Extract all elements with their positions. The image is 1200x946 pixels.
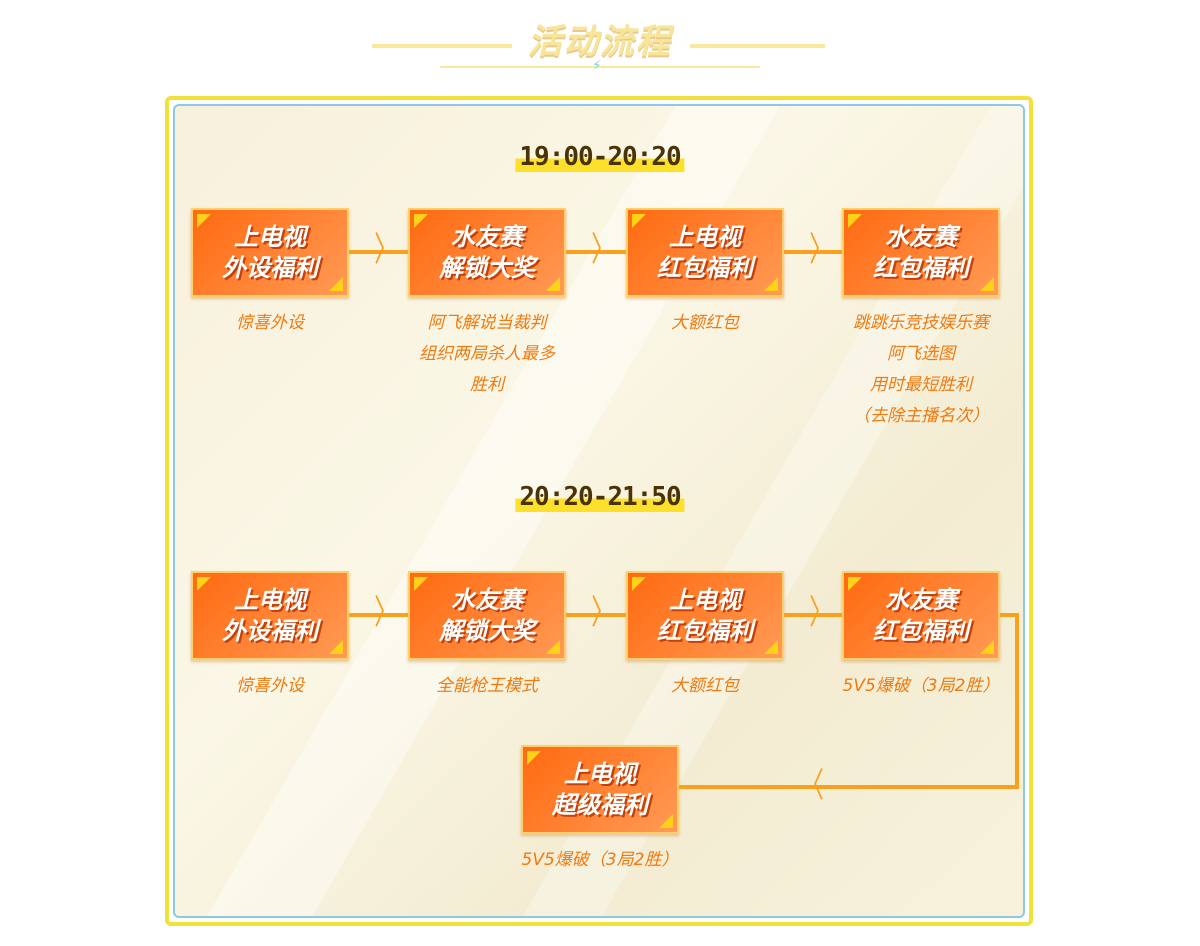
connector-line bbox=[1015, 613, 1019, 789]
description-line: 用时最短胜利 bbox=[870, 375, 972, 395]
step-title: 解锁大奖 bbox=[439, 616, 535, 645]
description-line: 跳跳乐竞技娱乐赛 bbox=[853, 313, 989, 333]
description-line: 胜利 bbox=[470, 375, 504, 395]
step-title: 红包福利 bbox=[657, 616, 753, 645]
step-card: 上电视超级福利 bbox=[521, 745, 679, 834]
step-description: 全能枪王模式 bbox=[377, 671, 597, 702]
description-line: 全能枪王模式 bbox=[436, 676, 538, 696]
panel-frame bbox=[165, 96, 1033, 926]
step-card: 水友赛解锁大奖 bbox=[408, 208, 566, 297]
step-title: 红包福利 bbox=[873, 616, 969, 645]
step-card: 水友赛解锁大奖 bbox=[408, 571, 566, 660]
connector-line bbox=[566, 613, 626, 617]
step-title: 水友赛 bbox=[451, 585, 523, 614]
arrow-right-icon: 〉 bbox=[591, 593, 615, 633]
title-decoration-left bbox=[372, 44, 512, 48]
arrow-right-icon: 〉 bbox=[809, 230, 833, 270]
step-description: 5V5爆破（3局2胜） bbox=[811, 671, 1031, 702]
description-line: 惊喜外设 bbox=[236, 313, 304, 333]
description-line: 阿飞解说当裁判 bbox=[427, 313, 547, 333]
title-underline bbox=[440, 66, 760, 68]
step-title: 外设福利 bbox=[222, 253, 318, 282]
connector-line bbox=[784, 613, 842, 617]
description-line: 5V5爆破（3局2胜） bbox=[521, 850, 679, 870]
step-description: 5V5爆破（3局2胜） bbox=[490, 845, 710, 876]
description-line: 阿飞选图 bbox=[887, 344, 955, 364]
step-card: 上电视红包福利 bbox=[626, 571, 784, 660]
time-range: 20:20-21:50 bbox=[515, 482, 685, 512]
step-title: 红包福利 bbox=[873, 253, 969, 282]
step-title: 上电视 bbox=[669, 585, 741, 614]
step-title: 水友赛 bbox=[885, 222, 957, 251]
connector-line bbox=[349, 250, 408, 254]
step-description: 惊喜外设 bbox=[160, 308, 380, 339]
step-description: 大额红包 bbox=[595, 308, 815, 339]
arrow-left-icon: 〈 bbox=[800, 766, 824, 806]
step-card: 上电视外设福利 bbox=[191, 571, 349, 660]
step-title: 水友赛 bbox=[451, 222, 523, 251]
description-line: 惊喜外设 bbox=[236, 676, 304, 696]
step-title: 红包福利 bbox=[657, 253, 753, 282]
step-description: 大额红包 bbox=[595, 671, 815, 702]
step-title: 解锁大奖 bbox=[439, 253, 535, 282]
connector-line bbox=[349, 613, 408, 617]
description-line: 大额红包 bbox=[671, 313, 739, 333]
description-line: 5V5爆破（3局2胜） bbox=[842, 676, 1000, 696]
connector-line bbox=[784, 250, 842, 254]
description-line: 大额红包 bbox=[671, 676, 739, 696]
description-line: （去除主播名次） bbox=[853, 406, 989, 426]
connector-line bbox=[566, 250, 626, 254]
page-title: 活动流程 bbox=[528, 22, 672, 62]
step-card: 水友赛红包福利 bbox=[842, 208, 1000, 297]
step-title: 上电视 bbox=[564, 759, 636, 788]
step-title: 上电视 bbox=[234, 585, 306, 614]
step-description: 跳跳乐竞技娱乐赛阿飞选图用时最短胜利 （去除主播名次） bbox=[811, 308, 1031, 432]
arrow-right-icon: 〉 bbox=[591, 230, 615, 270]
arrow-right-icon: 〉 bbox=[374, 593, 398, 633]
connector-line bbox=[1000, 613, 1019, 617]
time-range: 19:00-20:20 bbox=[515, 142, 685, 172]
title-decoration-right bbox=[690, 44, 825, 48]
step-title: 超级福利 bbox=[552, 790, 648, 819]
step-card: 上电视红包福利 bbox=[626, 208, 784, 297]
arrow-right-icon: 〉 bbox=[374, 230, 398, 270]
arrow-right-icon: 〉 bbox=[809, 593, 833, 633]
step-title: 外设福利 bbox=[222, 616, 318, 645]
lightning-icon: ⚡ bbox=[592, 58, 602, 74]
step-card: 水友赛红包福利 bbox=[842, 571, 1000, 660]
step-title: 上电视 bbox=[234, 222, 306, 251]
step-description: 惊喜外设 bbox=[160, 671, 380, 702]
description-line: 组织两局杀人最多 bbox=[419, 344, 555, 364]
connector-line bbox=[679, 785, 1019, 789]
step-description: 阿飞解说当裁判组织两局杀人最多胜利 bbox=[377, 308, 597, 401]
step-card: 上电视外设福利 bbox=[191, 208, 349, 297]
step-title: 上电视 bbox=[669, 222, 741, 251]
step-title: 水友赛 bbox=[885, 585, 957, 614]
